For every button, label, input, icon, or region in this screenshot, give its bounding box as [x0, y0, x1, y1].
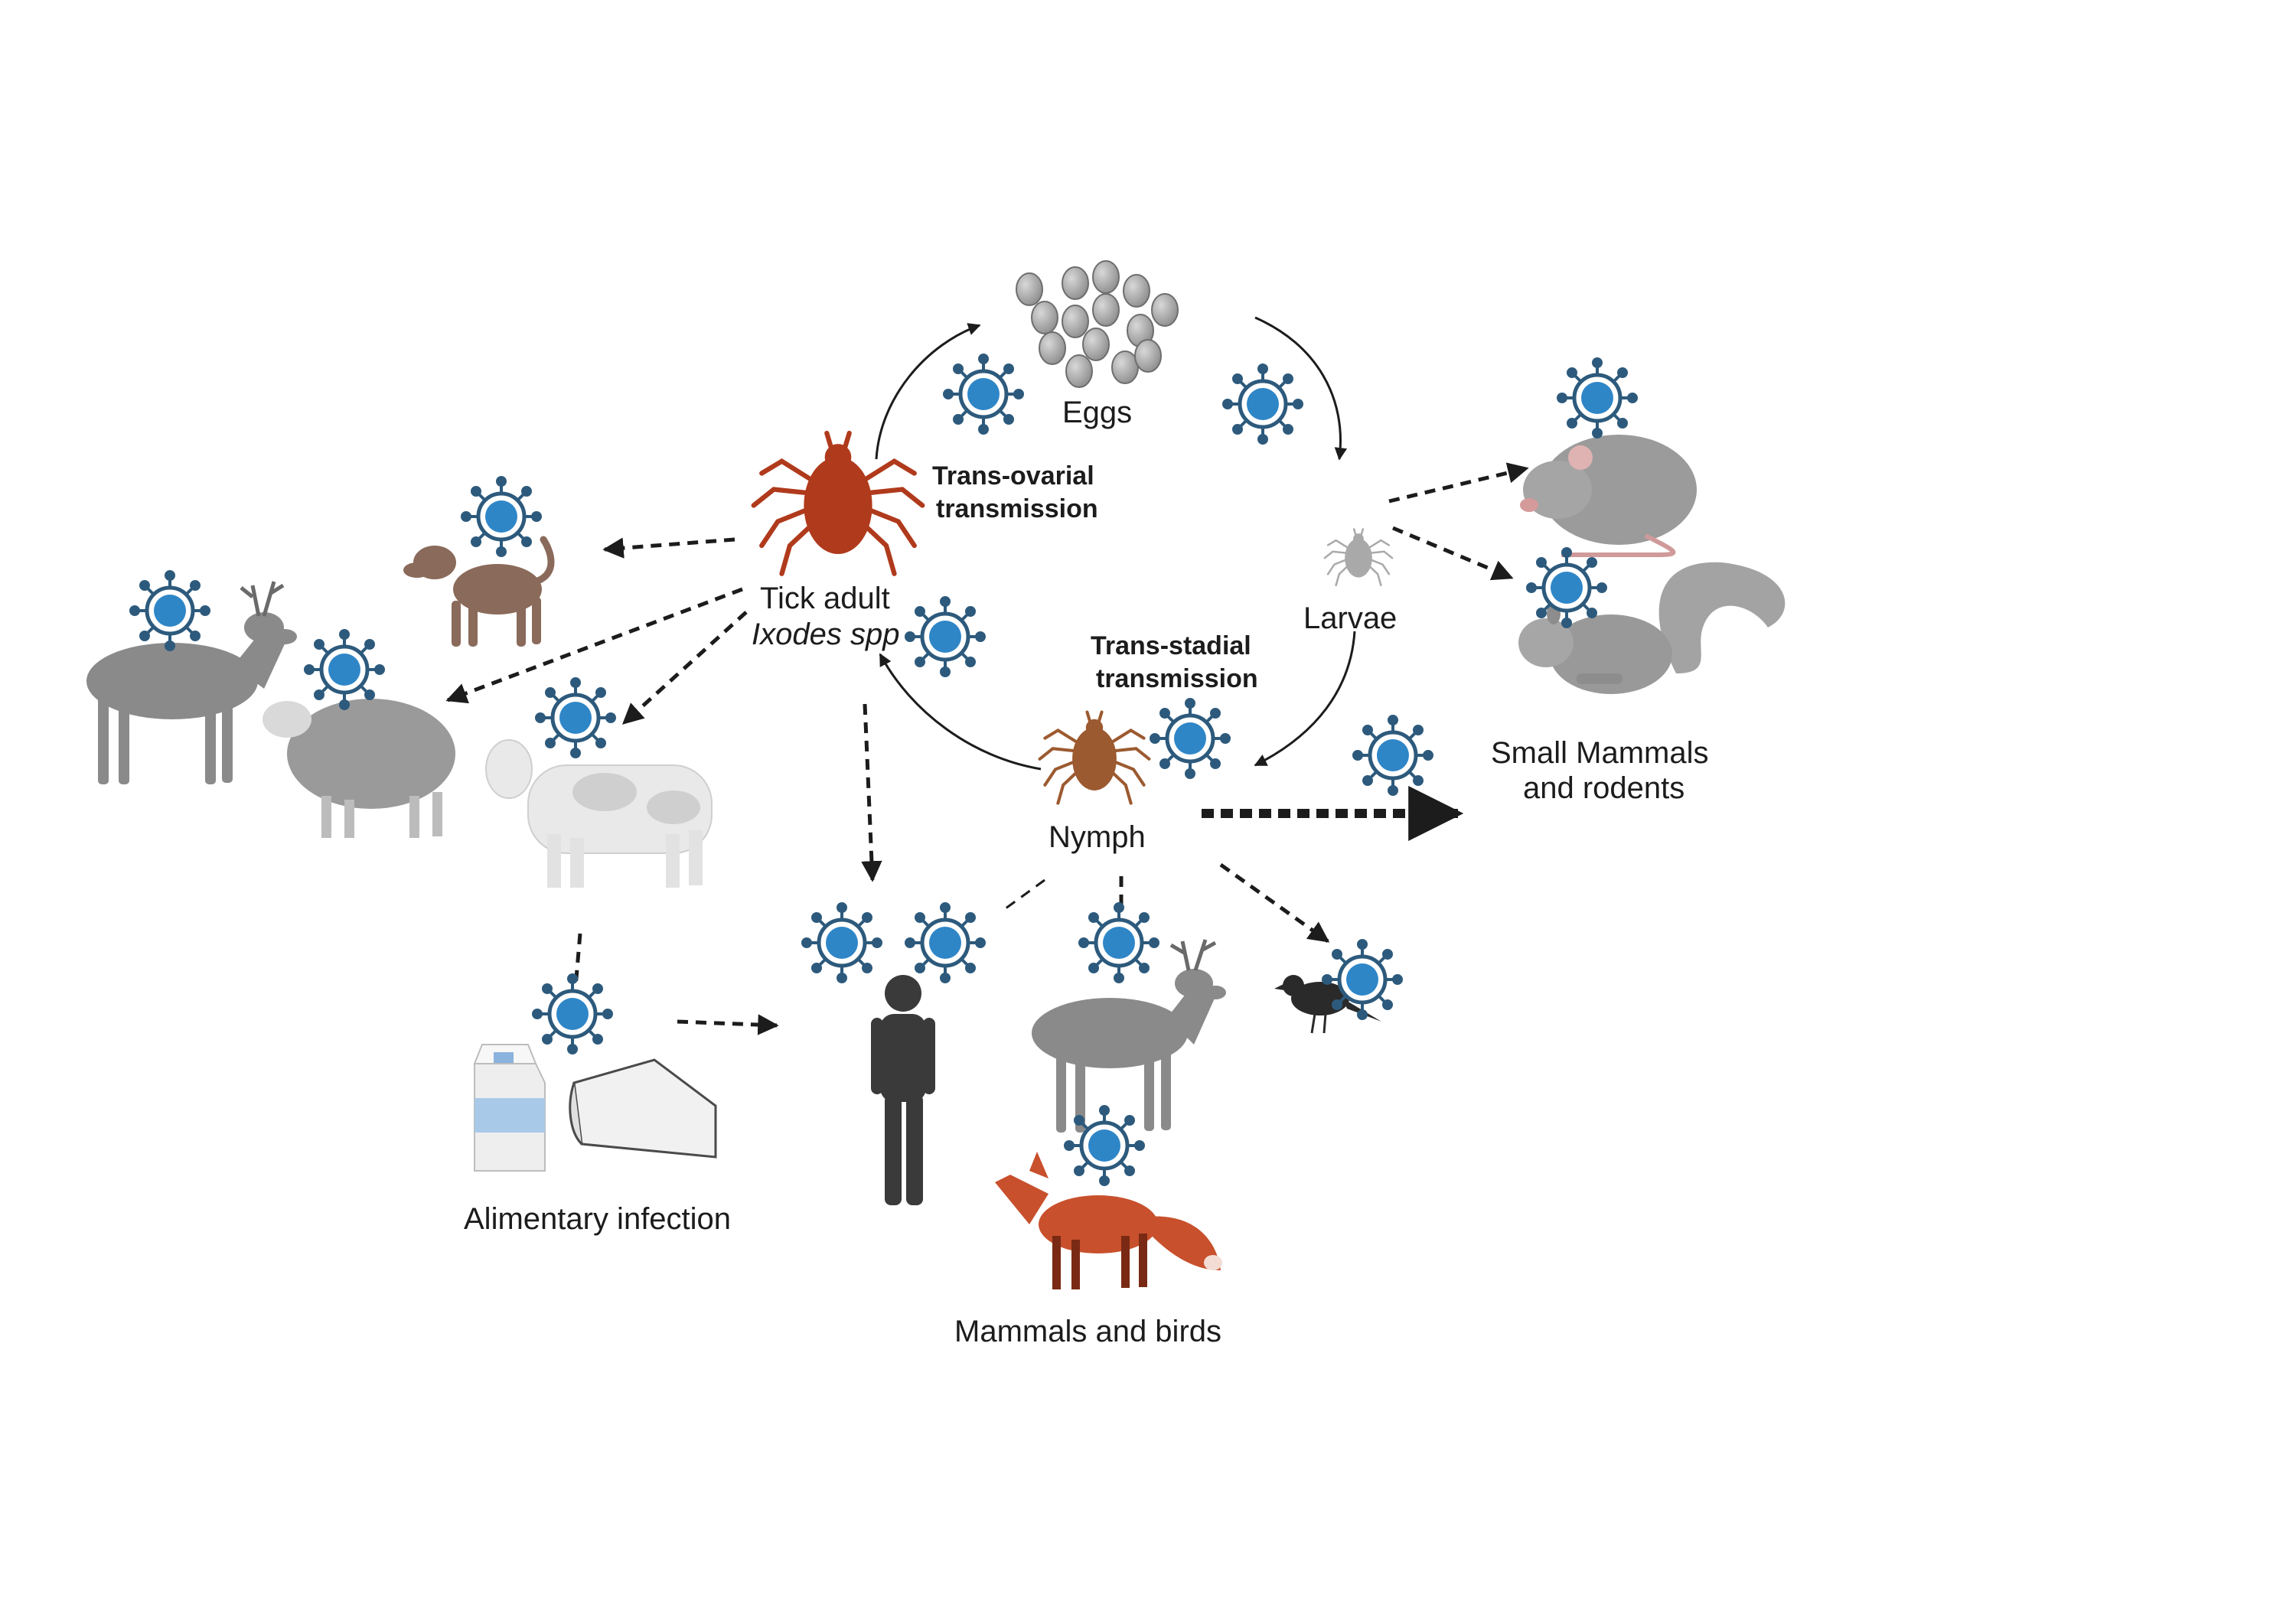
small-mammals-label-line2: and rodents [1523, 771, 1685, 805]
fox-icon [995, 1152, 1222, 1289]
tick-species-label: Ixodes spp [752, 618, 900, 651]
human-icon [871, 975, 935, 1205]
arrow-nymph-to-bird [1219, 862, 1330, 944]
arrow-adult-to-cow [621, 611, 748, 725]
dog-icon [403, 536, 555, 647]
virus-icon [1080, 904, 1158, 982]
arrow-food-to-human [677, 1014, 779, 1035]
alimentary-infection-label: Alimentary infection [464, 1202, 732, 1236]
arrow-nymph-to-human [1002, 878, 1045, 912]
virus-icon [1224, 365, 1302, 443]
small-mammals-label-line1: Small Mammals [1491, 736, 1709, 770]
cow-icon [485, 739, 713, 888]
mammals-and-birds-label: Mammals and birds [954, 1315, 1222, 1348]
squirrel-icon [1518, 562, 1786, 694]
virus-icon [533, 975, 612, 1053]
arrow-larvae-to-rat [1388, 462, 1529, 504]
sheep-icon [263, 699, 455, 838]
virus-icon [131, 572, 209, 650]
tick-adult-label: Tick adult [760, 582, 890, 615]
virus-icon [1558, 359, 1636, 437]
virus-icon [536, 679, 615, 757]
arrow-nymph-to-adult [879, 653, 1042, 771]
virus-icon [944, 355, 1022, 433]
tick-adult-icon [754, 433, 923, 574]
virus-icon [906, 904, 984, 982]
virus-icon [1065, 1107, 1143, 1185]
virus-icon [1151, 699, 1229, 777]
arrow-adult-to-dog [602, 537, 735, 559]
virus-icon [305, 631, 383, 709]
trans-stadial-label-line1: Trans-stadial [1091, 631, 1251, 660]
arrow-larvae-to-squirrel [1392, 526, 1514, 581]
arrow-larvae-to-nymph [1254, 631, 1356, 767]
virus-icon [1354, 716, 1432, 794]
rat-icon [1520, 435, 1697, 557]
virus-icon [1323, 940, 1401, 1019]
arrow-adult-to-sheep [445, 587, 743, 704]
egg-icon [1016, 260, 1179, 388]
trans-ovarial-label-line2: transmission [936, 494, 1098, 523]
cheese-icon [569, 1058, 717, 1159]
larva-tick-icon [1323, 528, 1394, 587]
trans-ovarial-label-line1: Trans-ovarial [932, 461, 1094, 491]
nymph-tick-icon [1040, 712, 1150, 804]
deer-icon [86, 581, 297, 784]
milk-carton-icon [473, 1044, 546, 1172]
deer-center-icon [1032, 939, 1226, 1133]
arrow-adult-to-human [861, 703, 882, 882]
arrow-adult-to-eggs [875, 323, 981, 460]
eggs-label: Eggs [1062, 396, 1133, 429]
virus-icon [803, 904, 881, 982]
larvae-label: Larvae [1303, 601, 1397, 635]
nymph-label: Nymph [1049, 820, 1146, 854]
virus-icon [906, 598, 984, 676]
virus-icon [1528, 549, 1606, 627]
virus-icon [462, 478, 540, 556]
trans-stadial-label-line2: transmission [1096, 664, 1258, 693]
arrow-eggs-to-larvae [1254, 316, 1348, 461]
